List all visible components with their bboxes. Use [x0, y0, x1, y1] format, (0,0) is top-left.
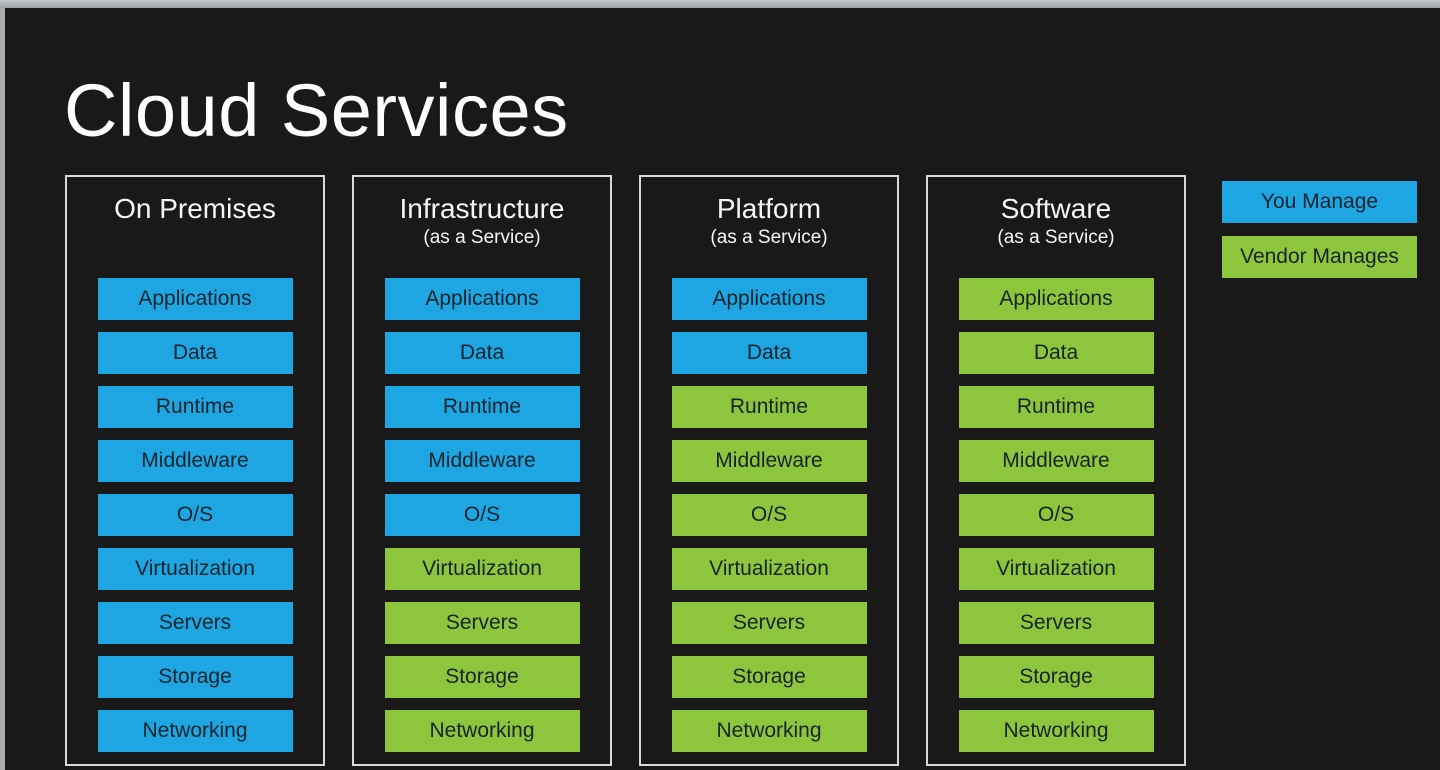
layer-box-applications: Applications	[384, 278, 580, 320]
column-subtitle: (as a Service)	[710, 227, 828, 248]
column-title: Software	[1000, 193, 1112, 224]
layer-box-applications: Applications	[671, 278, 867, 320]
legend-vendor-manages: Vendor Manages	[1222, 236, 1417, 278]
column-subtitle: (as a Service)	[997, 227, 1115, 248]
layer-box-networking: Networking	[384, 710, 580, 752]
layer-box-middleware: Middleware	[97, 440, 293, 482]
layer-box-virtualization: Virtualization	[97, 548, 293, 590]
layer-box-storage: Storage	[384, 656, 580, 698]
layer-box-servers: Servers	[97, 602, 293, 644]
layer-box-virtualization: Virtualization	[384, 548, 580, 590]
layer-box-networking: Networking	[671, 710, 867, 752]
layer-box-runtime: Runtime	[671, 386, 867, 428]
layer-box-networking: Networking	[958, 710, 1154, 752]
layer-box-networking: Networking	[97, 710, 293, 752]
window-frame-top-edge	[0, 0, 1440, 8]
layer-box-o-s: O/S	[958, 494, 1154, 536]
layer-box-runtime: Runtime	[384, 386, 580, 428]
column-header: Software (as a Service)	[928, 177, 1184, 278]
window-frame-left-edge	[0, 8, 5, 770]
layer-box-storage: Storage	[97, 656, 293, 698]
layer-box-storage: Storage	[671, 656, 867, 698]
layer-box-runtime: Runtime	[958, 386, 1154, 428]
layer-box-o-s: O/S	[384, 494, 580, 536]
layer-box-data: Data	[384, 332, 580, 374]
layer-box-servers: Servers	[958, 602, 1154, 644]
page-title: Cloud Services	[64, 68, 569, 152]
column-header: Platform (as a Service)	[641, 177, 897, 278]
layer-box-applications: Applications	[97, 278, 293, 320]
layer-box-data: Data	[958, 332, 1154, 374]
layer-box-middleware: Middleware	[958, 440, 1154, 482]
layer-box-middleware: Middleware	[671, 440, 867, 482]
layer-box-runtime: Runtime	[97, 386, 293, 428]
layer-box-o-s: O/S	[97, 494, 293, 536]
column-header: On Premises	[67, 177, 323, 278]
column-header: Infrastructure (as a Service)	[354, 177, 610, 278]
layer-box-virtualization: Virtualization	[958, 548, 1154, 590]
column-subtitle: (as a Service)	[423, 227, 541, 248]
layer-box-storage: Storage	[958, 656, 1154, 698]
legend-you-manage: You Manage	[1222, 181, 1417, 223]
layer-box-applications: Applications	[958, 278, 1154, 320]
column-title: Platform	[716, 193, 822, 224]
column-title: Infrastructure	[399, 193, 565, 224]
layer-box-data: Data	[671, 332, 867, 374]
layer-box-servers: Servers	[384, 602, 580, 644]
column-infrastructure: Infrastructure (as a Service) Applications…	[352, 175, 612, 766]
layer-box-o-s: O/S	[671, 494, 867, 536]
layer-box-middleware: Middleware	[384, 440, 580, 482]
column-title: On Premises	[114, 193, 276, 224]
layer-box-data: Data	[97, 332, 293, 374]
layer-box-virtualization: Virtualization	[671, 548, 867, 590]
layer-box-servers: Servers	[671, 602, 867, 644]
